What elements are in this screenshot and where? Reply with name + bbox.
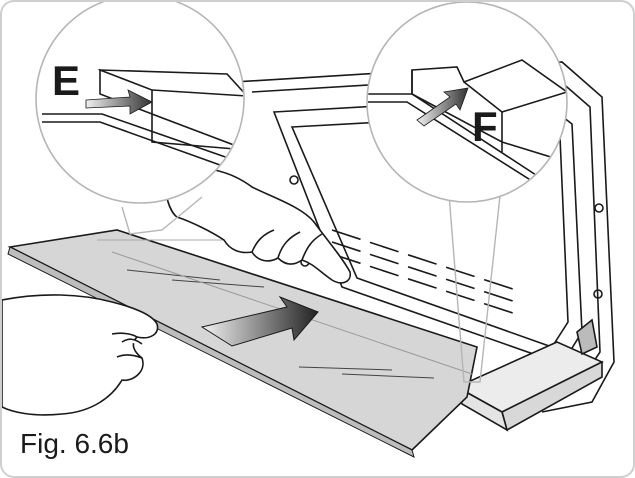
left-hand (2, 294, 159, 416)
push-direction-arrow (200, 295, 319, 347)
detail-f-bracket (368, 59, 566, 201)
detail-e-arrow (85, 89, 153, 115)
figure-caption: Fig. 6.6b (20, 428, 129, 459)
callout-f: F (472, 103, 498, 150)
door-bracket-right (455, 318, 604, 432)
right-hand (164, 167, 352, 284)
detail-f-arrow (416, 87, 469, 127)
callout-e: E (52, 57, 81, 104)
